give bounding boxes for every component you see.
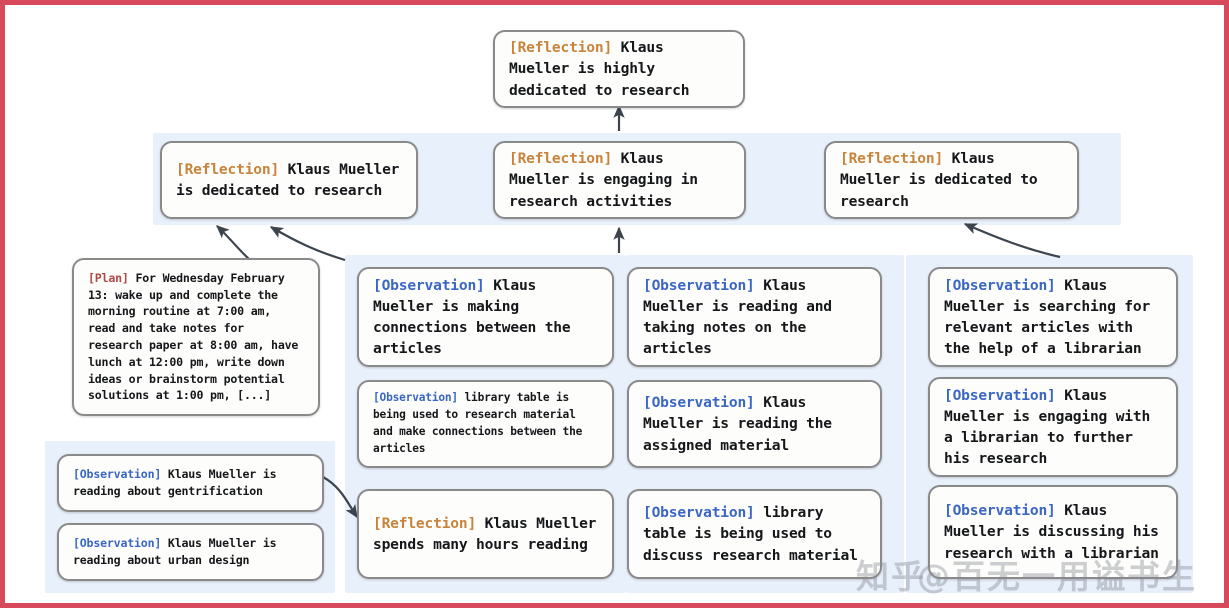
column-c-node-3[interactable]: [Observation] Klaus Mueller is discussin… xyxy=(928,485,1178,579)
column-c-text-2: [Observation] Klaus Mueller is engaging … xyxy=(930,385,1176,470)
column-a-node-3[interactable]: [Reflection] Klaus Mueller spends many h… xyxy=(357,489,614,579)
column-c-body-1: Klaus Mueller is searching for relevant … xyxy=(944,276,1159,358)
column-b-body-3: library table is being used to discuss r… xyxy=(643,504,858,564)
column-b-text-2: [Observation] Klaus Mueller is reading t… xyxy=(629,392,880,455)
column-c-body-2: Klaus Mueller is engaging with a librari… xyxy=(944,386,1159,468)
column-c-body-3: Klaus Mueller is discussing his research… xyxy=(944,502,1168,562)
observation-tag: [Observation] xyxy=(643,394,755,412)
plan-body: For Wednesday February 13: wake up and c… xyxy=(88,270,305,403)
observation-tag: [Observation] xyxy=(944,276,1056,294)
observation-tag: [Observation] xyxy=(373,391,458,405)
column-b-body-1: Klaus Mueller is reading and taking note… xyxy=(643,276,841,358)
root-reflection-text: [Reflection] Klaus Mueller is highly ded… xyxy=(495,37,743,100)
reflection-right-body: Klaus Mueller is dedicated to research xyxy=(840,150,1047,210)
plan-tag: [Plan] xyxy=(88,270,129,285)
reflection-node-right[interactable]: [Reflection] Klaus Mueller is dedicated … xyxy=(824,141,1079,219)
edge-cola-to-left-reflection xyxy=(269,226,346,262)
edge-colc-to-right-reflection xyxy=(963,222,1061,259)
left-observation-body-2: Klaus Mueller is reading about urban des… xyxy=(73,536,284,567)
observation-tag: [Observation] xyxy=(643,276,755,294)
observation-tag: [Observation] xyxy=(944,502,1056,520)
reflection-tag: [Reflection] xyxy=(373,514,477,532)
reflection-tag: [Reflection] xyxy=(509,150,613,168)
root-reflection-body: Klaus Mueller is highly dedicated to res… xyxy=(509,39,690,99)
left-observation-text-2: [Observation] Klaus Mueller is reading a… xyxy=(59,535,322,569)
column-b-text-1: [Observation] Klaus Mueller is reading a… xyxy=(629,275,880,360)
observation-tag: [Observation] xyxy=(73,467,162,482)
column-c-text-1: [Observation] Klaus Mueller is searching… xyxy=(930,275,1176,360)
reflection-node-center[interactable]: [Reflection] Klaus Mueller is engaging i… xyxy=(493,141,746,219)
column-a-node-2[interactable]: [Observation] library table is being use… xyxy=(357,380,614,468)
reflection-right-text: [Reflection] Klaus Mueller is dedicated … xyxy=(826,148,1077,211)
reflection-tag: [Reflection] xyxy=(176,160,280,178)
column-b-body-2: Klaus Mueller is reading the assigned ma… xyxy=(643,394,841,454)
column-b-node-1[interactable]: [Observation] Klaus Mueller is reading a… xyxy=(627,267,882,367)
left-observation-text-1: [Observation] Klaus Mueller is reading a… xyxy=(59,466,322,500)
column-a-text-1: [Observation] Klaus Mueller is making co… xyxy=(359,275,612,360)
column-c-node-1[interactable]: [Observation] Klaus Mueller is searching… xyxy=(928,267,1178,367)
plan-text: [Plan] For Wednesday February 13: wake u… xyxy=(74,270,318,404)
observation-tag: [Observation] xyxy=(944,386,1056,404)
root-reflection-node[interactable]: [Reflection] Klaus Mueller is highly ded… xyxy=(493,30,745,108)
reflection-center-body: Klaus Mueller is engaging in research ac… xyxy=(509,150,707,210)
column-a-body-2: library table is being used to research … xyxy=(373,391,589,455)
column-b-node-2[interactable]: [Observation] Klaus Mueller is reading t… xyxy=(627,380,882,468)
left-observation-node-1[interactable]: [Observation] Klaus Mueller is reading a… xyxy=(57,454,324,512)
left-observation-body-1: Klaus Mueller is reading about gentrific… xyxy=(73,467,284,498)
plan-node[interactable]: [Plan] For Wednesday February 13: wake u… xyxy=(72,258,320,416)
column-a-node-1[interactable]: [Observation] Klaus Mueller is making co… xyxy=(357,267,614,367)
reflection-tag: [Reflection] xyxy=(509,39,613,57)
reflection-center-text: [Reflection] Klaus Mueller is engaging i… xyxy=(495,148,744,211)
column-b-node-3[interactable]: [Observation] library table is being use… xyxy=(627,489,882,579)
edge-plan-to-left-reflection xyxy=(216,225,251,261)
reflection-left-body: Klaus Mueller is dedicated to research xyxy=(176,160,408,199)
column-a-text-2: [Observation] library table is being use… xyxy=(359,390,612,457)
reflection-tag: [Reflection] xyxy=(840,150,944,168)
column-b-text-3: [Observation] library table is being use… xyxy=(629,502,880,565)
reflection-left-text: [Reflection] Klaus Mueller is dedicated … xyxy=(162,159,416,201)
column-a-text-3: [Reflection] Klaus Mueller spends many h… xyxy=(359,513,612,555)
left-observation-node-2[interactable]: [Observation] Klaus Mueller is reading a… xyxy=(57,523,324,581)
column-a-body-3: Klaus Mueller spends many hours reading xyxy=(373,514,605,553)
reflection-node-left[interactable]: [Reflection] Klaus Mueller is dedicated … xyxy=(160,141,418,219)
observation-tag: [Observation] xyxy=(643,504,755,522)
column-a-body-1: Klaus Mueller is making connections betw… xyxy=(373,276,580,358)
column-c-text-3: [Observation] Klaus Mueller is discussin… xyxy=(930,500,1176,563)
column-c-node-2[interactable]: [Observation] Klaus Mueller is engaging … xyxy=(928,377,1178,477)
observation-tag: [Observation] xyxy=(73,536,162,551)
observation-tag: [Observation] xyxy=(373,276,485,294)
